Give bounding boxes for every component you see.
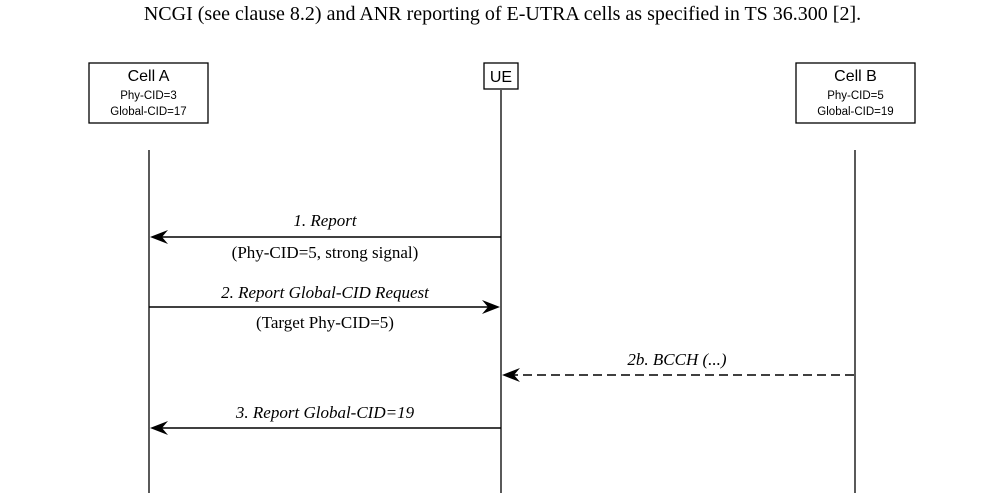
cell-b-global-cid: Global-CID=19 <box>817 106 893 118</box>
message-2-arrowhead <box>482 300 500 314</box>
entity-cell-b: Cell B Phy-CID=5 Global-CID=19 <box>795 62 916 124</box>
entity-cell-a: Cell A Phy-CID=3 Global-CID=17 <box>88 62 209 124</box>
message-2-detail: (Target Phy-CID=5) <box>256 313 394 332</box>
message-2b: 2b. BCCH (...) <box>502 350 854 382</box>
message-2b-arrowhead <box>502 368 520 382</box>
entity-ue: UE <box>483 62 519 90</box>
message-2: 2. Report Global-CID Request (Target Phy… <box>149 283 500 332</box>
message-1-arrowhead <box>150 230 168 244</box>
intro-text: NCGI (see clause 8.2) and ANR reporting … <box>143 3 862 25</box>
message-2-label: 2. Report Global-CID Request <box>221 283 430 302</box>
message-3-arrowhead <box>150 421 168 435</box>
message-3: 3. Report Global-CID=19 <box>150 403 501 435</box>
message-1-label: 1. Report <box>293 211 358 230</box>
cell-a-name: Cell A <box>128 68 170 85</box>
message-1-detail: (Phy-CID=5, strong signal) <box>232 243 419 262</box>
cell-a-global-cid: Global-CID=17 <box>110 106 186 118</box>
message-3-label: 3. Report Global-CID=19 <box>235 403 415 422</box>
cell-b-phy-cid: Phy-CID=5 <box>827 90 884 102</box>
message-2b-label: 2b. BCCH (...) <box>627 350 727 369</box>
cell-a-phy-cid: Phy-CID=3 <box>120 90 177 102</box>
message-1: 1. Report (Phy-CID=5, strong signal) <box>150 211 501 262</box>
cell-b-name: Cell B <box>834 68 877 85</box>
ue-name: UE <box>490 69 512 86</box>
